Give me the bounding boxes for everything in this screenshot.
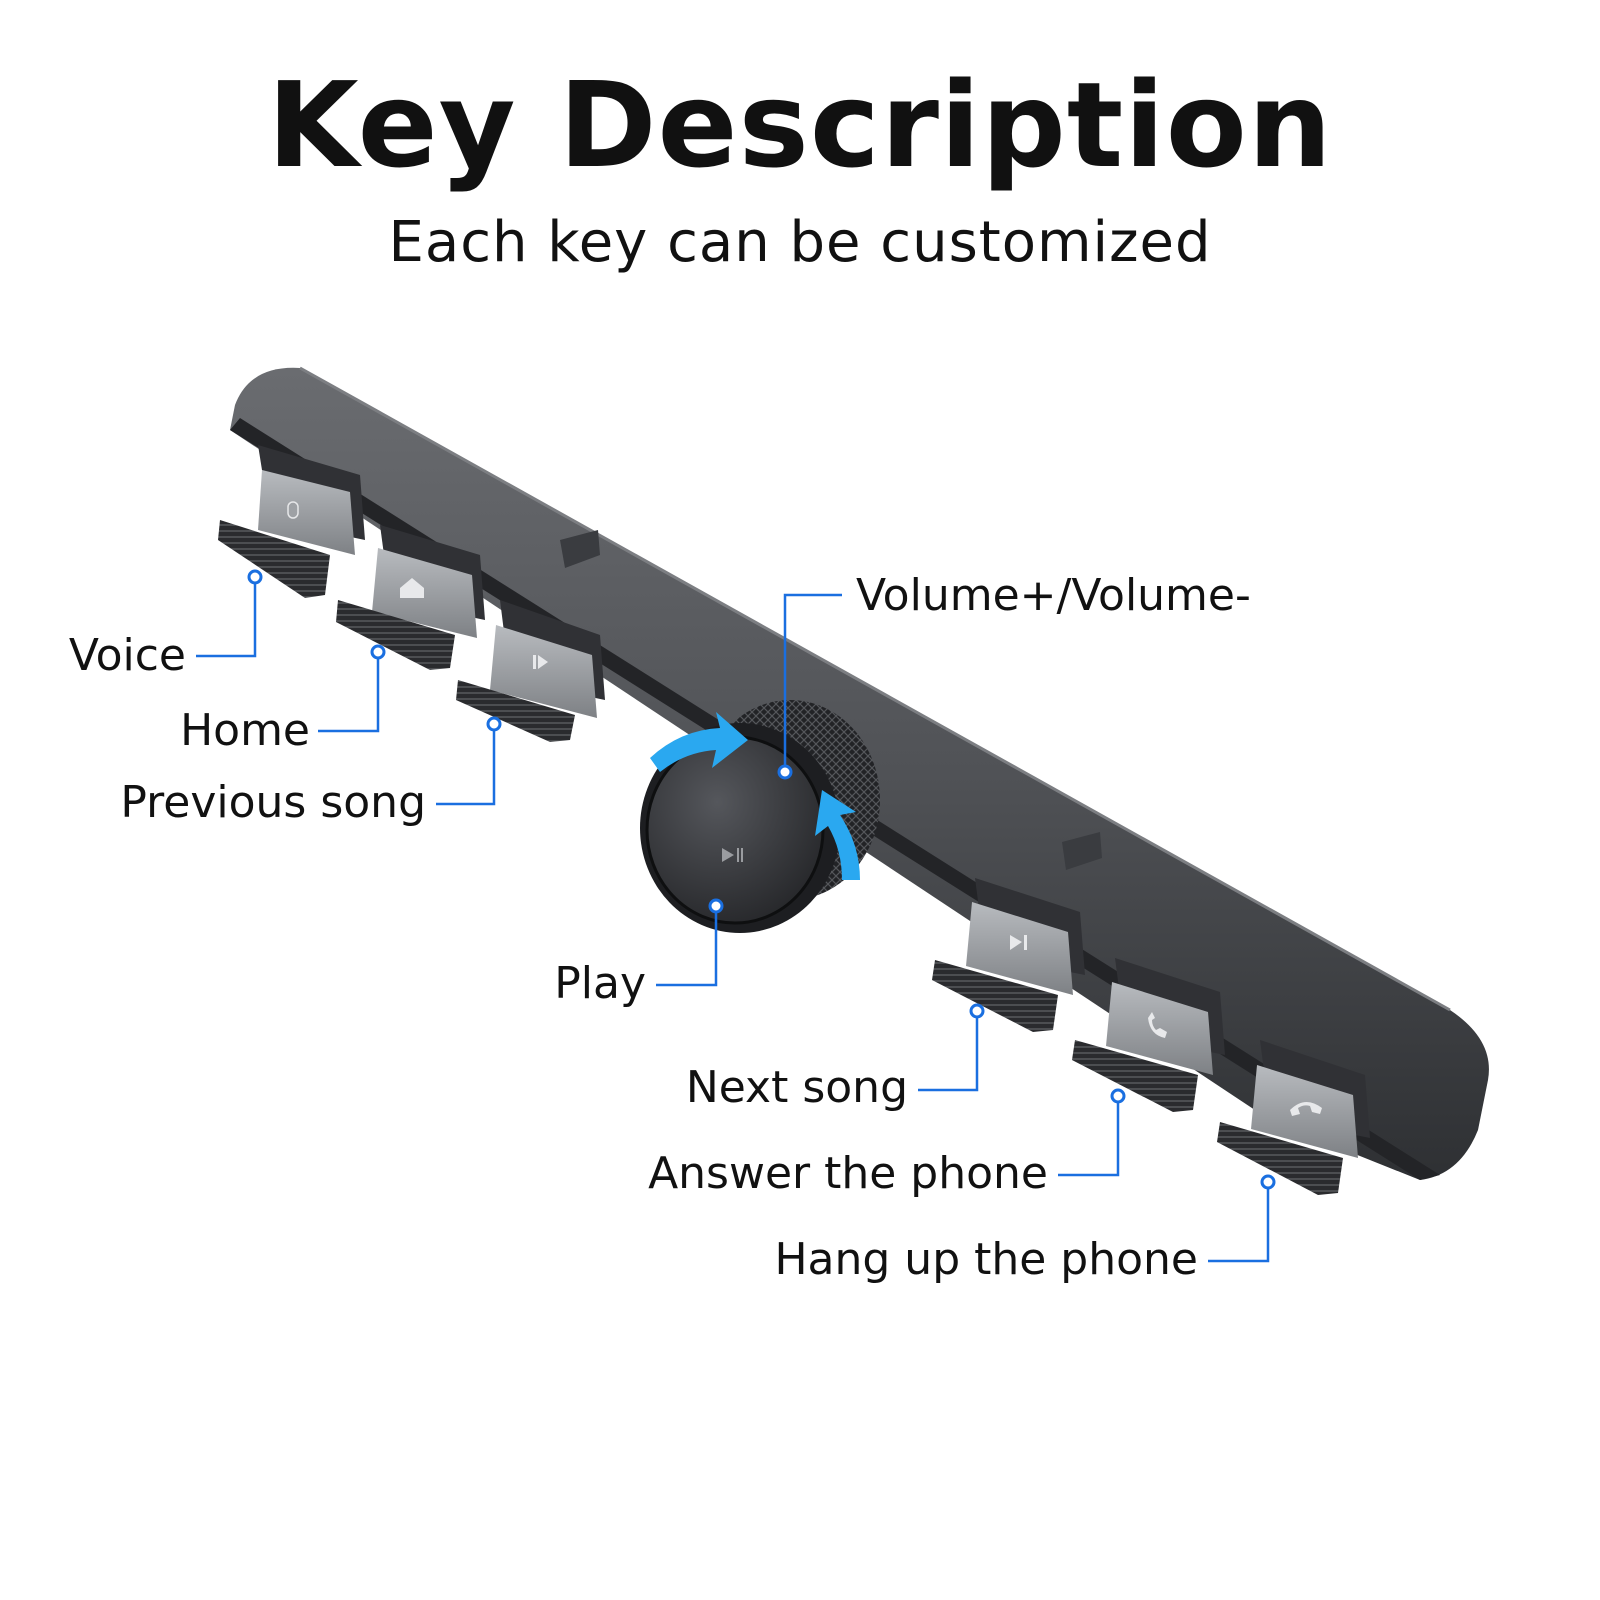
play-label: Play — [554, 958, 646, 1009]
volume-callout-line — [783, 593, 842, 772]
play-callout-line — [656, 906, 718, 987]
hang-up-phone-key[interactable] — [1217, 1040, 1370, 1195]
next-song-callout-dot — [969, 1003, 985, 1019]
answer-phone-label: Answer the phone — [648, 1148, 1048, 1199]
next-song-key[interactable] — [932, 878, 1085, 1032]
answer-phone-callout-line — [1058, 1096, 1120, 1177]
hang-up-phone-label: Hang up the phone — [774, 1234, 1198, 1285]
volume-callout-dot — [777, 764, 793, 780]
previous-icon — [533, 655, 548, 669]
page-title: Key Description — [267, 56, 1333, 194]
microphone-icon — [287, 501, 299, 519]
previous-song-label: Previous song — [120, 777, 426, 828]
volume-knob[interactable] — [640, 700, 880, 933]
phone-answer-icon — [1148, 1012, 1167, 1038]
voice-label: Voice — [68, 630, 186, 681]
rotate-arrow-top — [650, 712, 748, 772]
next-song-callout-line — [918, 1011, 979, 1092]
home-key[interactable] — [336, 525, 485, 670]
next-song-label: Next song — [685, 1062, 908, 1113]
phone-hangup-icon — [1290, 1101, 1322, 1116]
page-subtitle: Each key can be customized — [388, 210, 1212, 275]
home-icon — [400, 578, 424, 598]
rotate-arrow-bottom — [815, 790, 860, 880]
play-pause-icon — [722, 848, 743, 862]
previous-song-callout-dot — [486, 716, 502, 732]
next-icon — [1010, 935, 1027, 950]
home-callout-line — [318, 652, 380, 733]
home-callout-dot — [370, 644, 386, 660]
answer-phone-key[interactable] — [1072, 958, 1225, 1112]
home-label: Home — [180, 705, 310, 756]
hang-up-phone-callout-line — [1208, 1182, 1270, 1263]
voice-callout-line — [196, 577, 257, 658]
play-callout-dot — [708, 898, 724, 914]
answer-phone-callout-dot — [1110, 1088, 1126, 1104]
hang-up-phone-callout-dot — [1260, 1174, 1276, 1190]
voice-key[interactable] — [218, 445, 365, 598]
previous-song-callout-line — [436, 724, 496, 806]
volume-label: Volume+/Volume- — [856, 570, 1251, 621]
previous-song-key[interactable] — [456, 600, 605, 742]
voice-callout-dot — [247, 569, 263, 585]
